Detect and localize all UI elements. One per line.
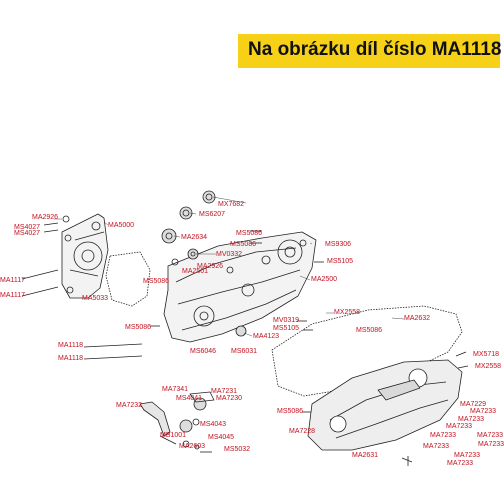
part-label-ma2631: MA2631	[352, 452, 379, 459]
part-label-ms6031: MS6031	[231, 348, 258, 355]
part-label-mx2558-a: MX2558	[334, 309, 361, 316]
right-cover-gasket	[271, 305, 463, 397]
part-label-ma7229: MA7229	[460, 401, 487, 408]
kickstart-assembly	[139, 391, 215, 453]
part-label-ma7233-h: MA7233	[454, 452, 481, 459]
part-number-banner: Na obrázku díl číslo MA1118	[238, 34, 502, 68]
part-label-ma7232: MA7232	[116, 402, 143, 409]
part-label-ma1117-a: MA1117	[0, 277, 26, 284]
part-label-ma7341: MA7341	[162, 386, 189, 393]
part-label-mx7682: MX7682	[218, 201, 245, 208]
part-label-ms5086-b: MS5086	[230, 241, 257, 248]
central-crankcase	[163, 231, 317, 343]
part-label-ms5086-c: MS5086	[143, 278, 170, 285]
part-label-ma1118-a: MA1118	[58, 342, 84, 349]
part-label-ms5032: MS5032	[224, 446, 251, 453]
part-label-ma7233-e: MA7233	[430, 432, 457, 439]
part-label-ms9306: MS9306	[325, 241, 352, 248]
part-label-ms4041: MS4041	[176, 395, 203, 402]
part-label-ma7233-d: MA7233	[477, 432, 504, 439]
part-label-ma5000: MA5000	[108, 222, 135, 229]
studs	[21, 222, 143, 360]
part-label-ma7233-a: MA7233	[470, 408, 497, 415]
transmission-cover	[307, 359, 463, 466]
part-label-ma2926-b: MA2926	[197, 263, 224, 270]
part-label-ma1117-b: MA1117	[0, 292, 26, 299]
part-label-ms5086-f: MS5086	[277, 408, 304, 415]
part-label-mv0332: MV0332	[216, 251, 243, 258]
part-label-ma2634: MA2634	[181, 234, 208, 241]
part-label-ms4045: MS4045	[208, 434, 235, 441]
part-label-ms5086-a: MS5086	[236, 230, 263, 237]
part-label-ma4123: MA4123	[253, 333, 280, 340]
leader-lines	[54, 196, 405, 337]
part-label-ms6207: MS6207	[199, 211, 226, 218]
part-label-ms5086-e: MS5086	[356, 327, 383, 334]
part-label-ma7233-b: MA7233	[458, 416, 485, 423]
part-label-mv0319: MV0319	[273, 317, 300, 324]
part-label-ma2603: MA2603	[179, 443, 206, 450]
part-label-ma7230: MA7230	[216, 395, 243, 402]
part-label-mb1001: MB1001	[160, 432, 187, 439]
part-label-ma7228: MA7228	[289, 428, 316, 435]
crankcase-gasket	[105, 251, 151, 307]
part-label-ma7233-c: MA7233	[446, 423, 473, 430]
part-label-ma2500: MA2500	[311, 276, 338, 283]
part-label-ma7231: MA7231	[211, 388, 238, 395]
part-label-ma1118-b: MA1118	[58, 355, 84, 362]
part-label-ma5033: MA5033	[82, 295, 109, 302]
part-label-mx2558-b: MX2558	[475, 363, 502, 370]
part-label-ms4027-b: MS4027	[14, 230, 41, 237]
bearings-top	[62, 190, 307, 337]
left-crankcase-half	[61, 213, 109, 299]
banner-title: Na obrázku díl číslo MA1118	[248, 39, 502, 60]
part-label-ms5086-d: MS5086	[125, 324, 152, 331]
part-label-ma7233-f: MA7233	[478, 441, 504, 448]
part-label-ma2926-a: MA2926	[32, 214, 59, 221]
part-label-ma2632: MA2632	[404, 315, 431, 322]
part-label-ms4027-a: MS4027	[14, 224, 41, 231]
part-label-ms5105-b: MS5105	[273, 325, 300, 332]
part-label-ma7233-g: MA7233	[423, 443, 450, 450]
part-label-ms4043: MS4043	[200, 421, 227, 428]
screws	[150, 230, 469, 413]
part-label-ma2501: MA2501	[182, 268, 209, 275]
part-label-ms6046: MS6046	[190, 348, 217, 355]
part-label-ma7233-i: MA7233	[447, 460, 474, 467]
part-label-mx5718: MX5718	[473, 351, 500, 358]
part-label-ms5105-a: MS5105	[327, 258, 354, 265]
